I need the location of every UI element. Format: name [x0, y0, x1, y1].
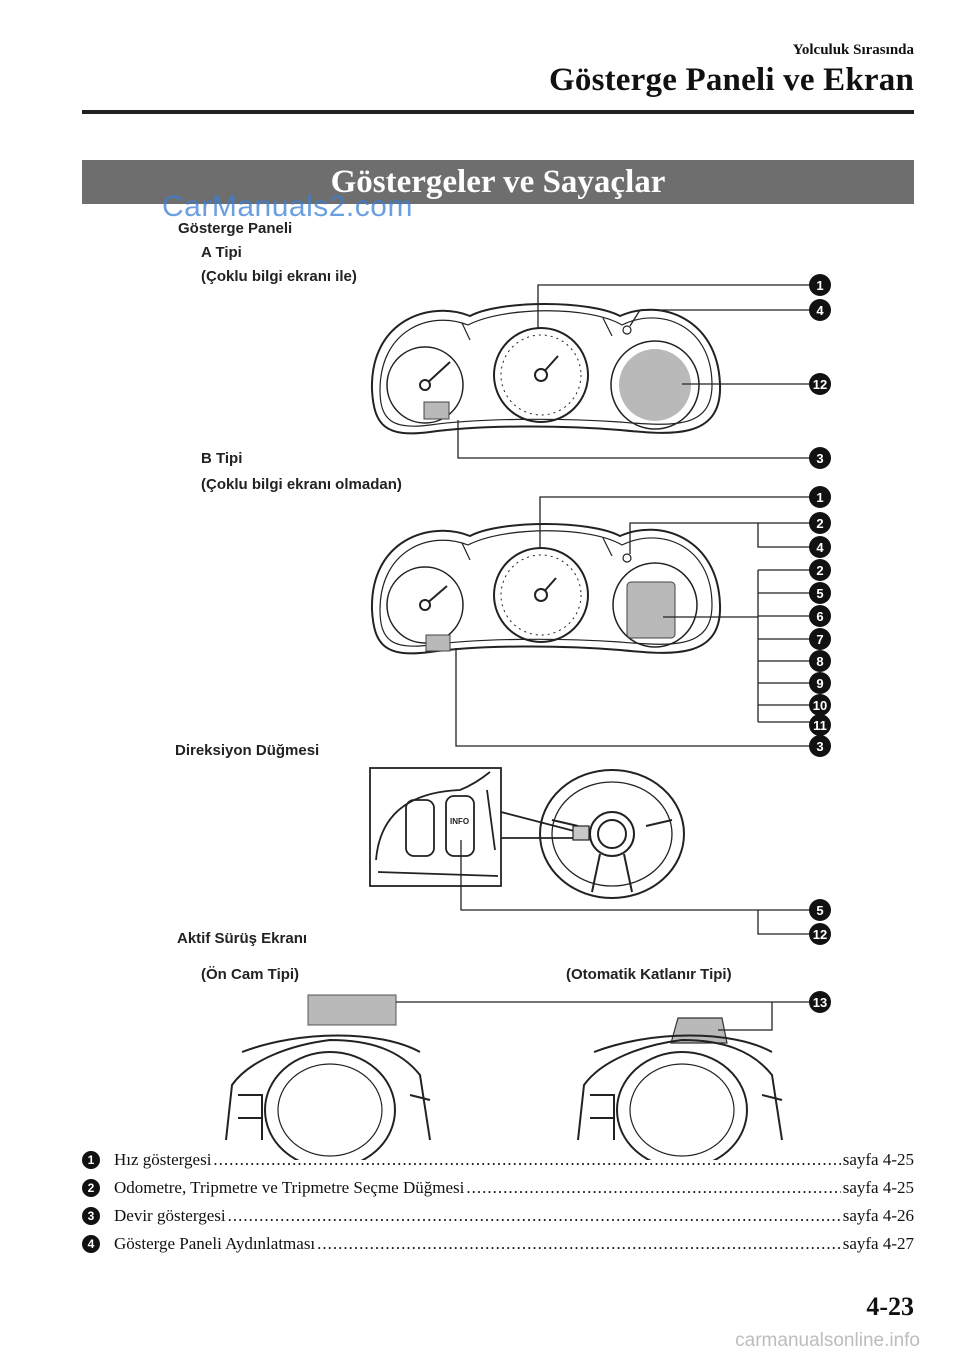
leaders-b: [455, 496, 815, 747]
callout-b-8: 8: [809, 650, 831, 672]
steering-inset: INFO: [369, 767, 579, 887]
legend-item: 2 Odometre, Tripmetre ve Tripmetre Seçme…: [82, 1178, 914, 1204]
legend-page-ref[interactable]: sayfa 4-25: [842, 1150, 914, 1169]
dashboard-right: [577, 1034, 783, 1160]
svg-text:6: 6: [816, 609, 823, 624]
callout-steering-12: 12: [809, 923, 831, 945]
label-b-tipi: B Tipi: [201, 450, 243, 467]
label-otomatik: (Otomatik Katlanır Tipi): [566, 966, 732, 983]
label-on-cam: (Ön Cam Tipi): [201, 966, 300, 983]
svg-text:1: 1: [816, 278, 823, 293]
callout-b-9: 9: [809, 672, 831, 694]
svg-text:1: 1: [816, 490, 823, 505]
svg-text:13: 13: [813, 995, 827, 1010]
svg-text:5: 5: [816, 586, 823, 601]
callout-b-2a: 2: [809, 512, 831, 534]
svg-text:3: 3: [816, 451, 823, 466]
svg-text:7: 7: [816, 632, 823, 647]
callout-steering-5: 5: [809, 899, 831, 921]
svg-text:12: 12: [813, 927, 827, 942]
legend-page-ref[interactable]: sayfa 4-25: [842, 1178, 914, 1197]
svg-text:3: 3: [816, 739, 823, 754]
cluster-b: [370, 523, 722, 655]
svg-text:2: 2: [816, 516, 823, 531]
callout-b-5: 5: [809, 582, 831, 604]
svg-text:10: 10: [813, 698, 827, 713]
legend-dots: ........................................…: [466, 1178, 840, 1197]
cluster-a: [370, 303, 722, 435]
legend-dots: ........................................…: [213, 1150, 840, 1169]
callout-a-4: 4: [809, 299, 831, 321]
watermark-bottom[interactable]: carmanualsonline.info: [735, 1330, 920, 1351]
callout-b-11: 11: [809, 714, 831, 736]
svg-text:11: 11: [813, 718, 827, 733]
legend-text: Gösterge Paneli Aydınlatması: [114, 1234, 316, 1253]
svg-text:8: 8: [816, 654, 823, 669]
section-header: Yolculuk Sırasında: [792, 42, 914, 58]
callout-b-6: 6: [809, 605, 831, 627]
leaders-a: [457, 284, 815, 459]
legend-page-ref[interactable]: sayfa 4-26: [842, 1206, 914, 1225]
svg-text:2: 2: [816, 563, 823, 578]
hud-windshield-area: [307, 994, 397, 1026]
legend-number: 1: [82, 1151, 100, 1169]
svg-text:9: 9: [816, 676, 823, 691]
callout-b-1: 1: [809, 486, 831, 508]
watermark-top[interactable]: CarManuals2.com: [162, 190, 413, 223]
steering-wheel: [539, 769, 685, 899]
legend-text: Devir göstergesi: [114, 1206, 226, 1225]
callout-a-12: 12: [809, 373, 831, 395]
label-gosterge-paneli: Gösterge Paneli: [178, 220, 293, 237]
svg-text:12: 12: [813, 377, 827, 392]
legend-text: Odometre, Tripmetre ve Tripmetre Seçme D…: [114, 1178, 465, 1197]
dashboard-left: [225, 1034, 431, 1160]
callout-a-1: 1: [809, 274, 831, 296]
legend-dots: ........................................…: [227, 1206, 841, 1225]
legend-item: 4 Gösterge Paneli Aydınlatması .........…: [82, 1234, 914, 1260]
legend-item: 1 Hız göstergesi .......................…: [82, 1150, 914, 1176]
info-button-label: INFO: [450, 817, 469, 826]
illustration: INFO 1 4 12: [225, 274, 831, 1160]
legend-number: 2: [82, 1179, 100, 1197]
callout-b-4: 4: [809, 536, 831, 558]
leaders-steering: [460, 840, 815, 935]
label-aktif: Aktif Sürüş Ekranı: [177, 930, 308, 947]
leaders-hud: [396, 1001, 815, 1031]
callout-a-3: 3: [809, 447, 831, 469]
page-number: 4-23: [866, 1292, 914, 1321]
label-a-tipi-sub: (Çoklu bilgi ekranı ile): [201, 268, 357, 285]
legend-dots: ........................................…: [317, 1234, 841, 1253]
callout-b-7: 7: [809, 628, 831, 650]
svg-text:4: 4: [816, 540, 824, 555]
page-title: Gösterge Paneli ve Ekran: [549, 62, 914, 98]
label-a-tipi: A Tipi: [201, 244, 242, 261]
legend-page-ref[interactable]: sayfa 4-27: [842, 1234, 914, 1253]
legend-item: 3 Devir göstergesi .....................…: [82, 1206, 914, 1232]
label-direksiyon: Direksiyon Düğmesi: [175, 742, 320, 759]
callout-b-2b: 2: [809, 559, 831, 581]
section-banner: Göstergeler ve Sayaçlar: [82, 160, 914, 204]
legend-number: 3: [82, 1207, 100, 1225]
label-b-tipi-sub: (Çoklu bilgi ekranı olmadan): [201, 476, 402, 493]
header-rule: [82, 110, 914, 114]
legend-text: Hız göstergesi: [114, 1150, 212, 1169]
svg-text:4: 4: [816, 303, 824, 318]
callout-hud-13: 13: [809, 991, 831, 1013]
callout-b-3: 3: [809, 735, 831, 757]
svg-text:5: 5: [816, 903, 823, 918]
legend-number: 4: [82, 1235, 100, 1253]
callout-b-10: 10: [809, 694, 831, 716]
